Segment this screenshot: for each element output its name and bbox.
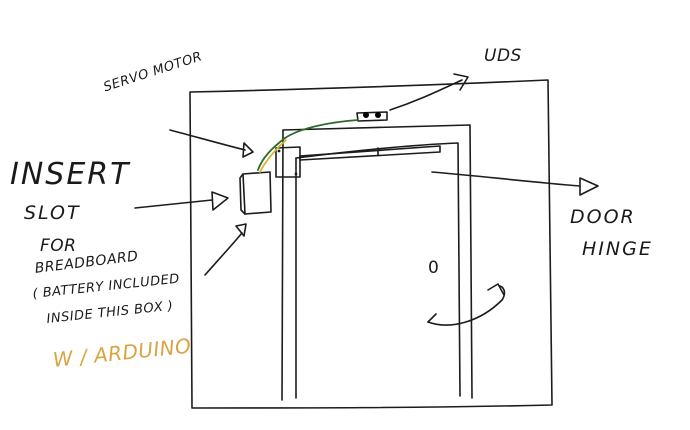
wire-green [257, 119, 359, 171]
door-frame-top [282, 124, 473, 399]
servo-arrow-line [169, 129, 246, 151]
breadboard-arrow-head [235, 223, 247, 237]
breadboard-arrow-line [204, 232, 243, 276]
door-frame-outer [281, 129, 284, 401]
door-knob: 0 [428, 258, 440, 278]
slot-arrow-line [134, 199, 213, 209]
label-slot: SLOT [24, 202, 81, 224]
swing-arrow-head [487, 283, 505, 296]
outer-frame [189, 79, 553, 409]
uds-arrow-head [453, 73, 469, 91]
slot-arrow-head [211, 191, 229, 211]
wire-yellow [259, 139, 287, 173]
breadboard-box [242, 171, 272, 215]
sensor-eye-right [375, 112, 381, 118]
ultrasonic-sensor [356, 111, 388, 122]
servo-box [275, 146, 301, 178]
label-door: DOOR [570, 206, 636, 228]
servo-screw [294, 172, 298, 176]
label-uds: UDS [484, 46, 522, 66]
breadboard-box-side [239, 173, 246, 215]
servo-screw [277, 149, 281, 153]
servo-arm [299, 145, 441, 161]
sensor-eye-left [363, 112, 369, 118]
hinge-arrow-head [579, 177, 599, 196]
swing-arrow [427, 285, 506, 326]
label-hinge: HINGE [582, 238, 653, 260]
uds-arrow-line [389, 79, 463, 111]
hinge-arrow-line [431, 171, 581, 187]
label-for: FOR [40, 236, 77, 256]
servo-arrow-head [242, 142, 254, 158]
label-insert: INSERT [10, 157, 131, 192]
swing-arrow-tail [427, 313, 437, 323]
